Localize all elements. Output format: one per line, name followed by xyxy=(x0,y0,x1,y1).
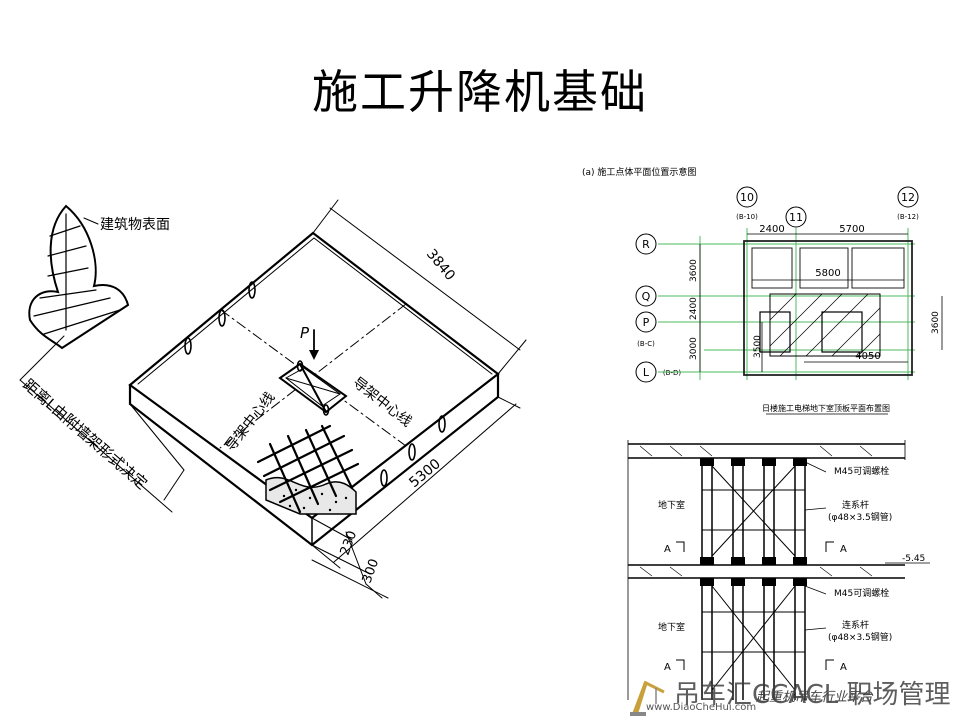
elevator-area xyxy=(769,293,881,357)
dim-5800: 5800 xyxy=(815,268,840,279)
dim-230-label: 230 xyxy=(338,529,361,557)
dim-2400-top: 2400 xyxy=(759,224,784,235)
axis-L: L xyxy=(643,366,650,379)
bolt-label-2: M45可调螺栓 xyxy=(834,587,889,599)
watermark-brand: 吊车汇 xyxy=(674,680,753,710)
rebar-cutaway xyxy=(256,424,360,515)
basement-label-1: 地下室 xyxy=(658,499,685,511)
building-surface-symbol xyxy=(28,204,130,350)
isometric-foundation-drawing: 建筑物表面 导架中心线 导架中心线 P xyxy=(19,199,527,599)
load-label: P xyxy=(300,324,310,342)
plan-bottom-caption: 日楼施工电梯地下室顶板平面布置图 xyxy=(762,403,890,413)
pipe-label-2: (φ48×3.5钢管) xyxy=(828,631,892,643)
elevation-label: -5.45 xyxy=(902,554,925,564)
axis-sub-c: (B-C) xyxy=(637,340,655,348)
axis-10: 10 xyxy=(740,191,754,204)
dim-300-label: 300 xyxy=(360,557,383,585)
page-title: 施工升降机基础 xyxy=(312,65,648,119)
dim-3500: 3500 xyxy=(753,335,763,358)
basement-label-2: 地下室 xyxy=(658,621,685,633)
plan-drawing: (a) 施工点体平面位置示意图 10 (B-10) 11 12 (B-12) R… xyxy=(582,166,943,415)
dim-3600-right: 3600 xyxy=(931,311,941,334)
pipe-label-1: (φ48×3.5钢管) xyxy=(828,511,892,523)
axis-R: R xyxy=(642,238,650,251)
guide-frame xyxy=(278,362,348,414)
dimension-3840 xyxy=(312,199,527,375)
watermark-brand-suffix: CCACL 职场管理 xyxy=(752,680,951,710)
axis-Q: Q xyxy=(642,290,651,303)
axis-sub-d: (B-D) xyxy=(663,369,681,377)
shores-upper xyxy=(701,458,806,565)
crane-logo-icon xyxy=(630,680,665,716)
axis-11: 11 xyxy=(789,211,803,224)
dimension-5300 xyxy=(311,396,521,569)
surface-label: 建筑物表面 xyxy=(100,217,170,233)
dim-4050: 4050 xyxy=(855,351,880,362)
dim-2400-left: 2400 xyxy=(689,297,699,320)
support-section-drawing: M45可调螺栓 连系杆 (φ48×3.5钢管) 地下室 A A -5.45 M4… xyxy=(627,440,930,700)
section-mark-right-2: A xyxy=(840,662,847,673)
section-mark-right-1: A xyxy=(840,544,847,555)
dim-3840-label: 3840 xyxy=(423,246,458,284)
dimension-230-300 xyxy=(311,517,389,599)
dim-3600-left: 3600 xyxy=(689,259,699,282)
anchor-bolts xyxy=(184,281,446,487)
tie-label-1: 连系杆 xyxy=(842,499,869,511)
centerline-b-label: 导架中心线 xyxy=(350,375,415,431)
section-mark-left-2: A xyxy=(664,662,671,673)
dim-5700: 5700 xyxy=(839,224,864,235)
dim-3000-left: 3000 xyxy=(689,337,699,360)
section-mark-left-1: A xyxy=(664,544,671,555)
axis-P: P xyxy=(643,316,650,329)
tie-label-2: 连系杆 xyxy=(842,619,869,631)
axis-10-sub: (B-10) xyxy=(736,213,758,221)
watermark-site: www.DiaoCheHui.com xyxy=(646,702,757,713)
distance-L-dimension xyxy=(19,335,185,513)
watermark: 吊车汇CCACL 职场管理 起重机吊车行业平台 www.DiaoCheHui.c… xyxy=(626,672,960,720)
bolt-label-1: M45可调螺栓 xyxy=(834,465,889,477)
plan-caption: (a) 施工点体平面位置示意图 xyxy=(582,166,696,178)
dim-5300-label: 5300 xyxy=(406,456,444,491)
axis-12: 12 xyxy=(901,191,915,204)
watermark-slogan: 起重机吊车行业平台 xyxy=(756,690,874,705)
axis-12-sub: (B-12) xyxy=(897,213,919,221)
shores-lower xyxy=(701,578,806,700)
